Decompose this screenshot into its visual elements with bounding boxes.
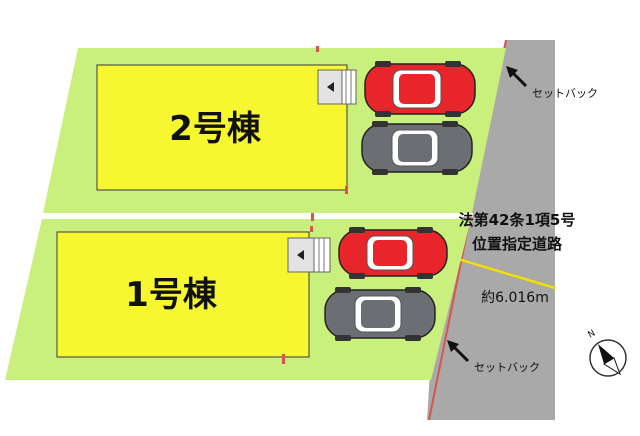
road-area [427,40,555,420]
building-1-label: 1号棟 [125,275,218,315]
boundary-markers [282,46,348,364]
compass-needle-south [603,357,621,376]
road-type-line2: 位置指定道路 [472,235,563,253]
road-width-line [457,257,556,290]
entrance-1 [287,237,331,273]
setback-label-lower: セットバック [474,361,540,374]
road-type-line1: 法第42条1項5号 [459,211,576,229]
building-2 [96,64,348,191]
car-icon-red-1 [338,227,448,279]
arrow-up-left-icon [506,66,528,88]
car-icon-gray-2 [361,121,473,175]
compass-needle-north [598,344,614,364]
arrow-up-left-icon [447,340,470,363]
road-width-label: 約6.016m [481,290,549,306]
entrance-2 [317,69,357,105]
compass-north-label: N [587,329,598,341]
car-icon-gray-1 [324,287,436,341]
triangle-left-icon [327,82,334,92]
car-icon-red-2 [364,61,476,117]
building-2-label: 2号棟 [169,109,262,149]
compass: N [587,329,627,377]
triangle-left-icon [297,250,304,260]
setback-label-upper: セットバック [532,87,598,100]
building-1 [56,231,310,358]
